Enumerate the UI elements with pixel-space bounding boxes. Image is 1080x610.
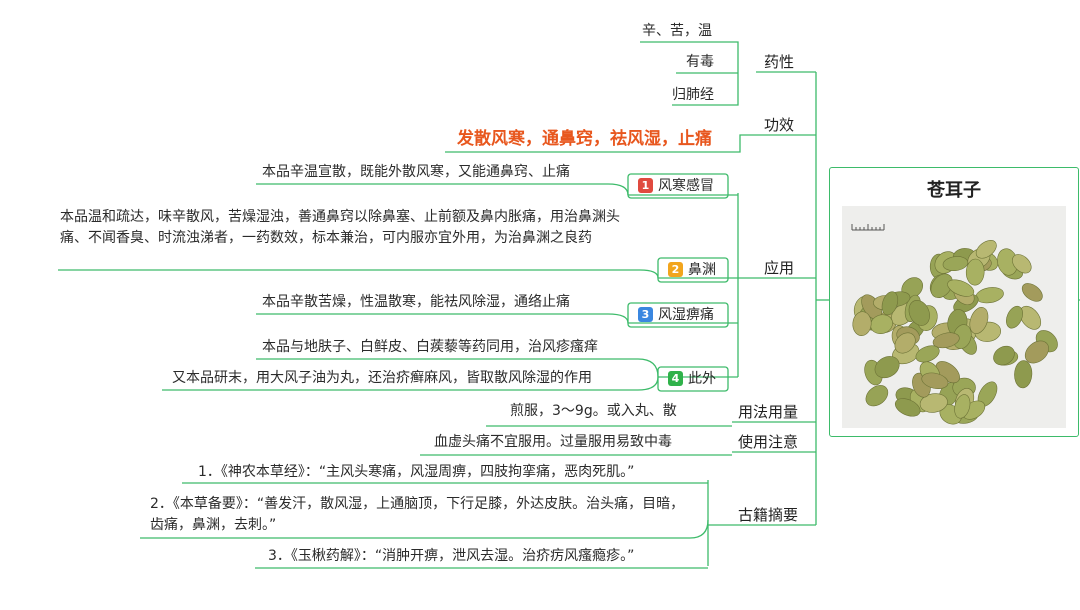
number-badge: 3: [638, 307, 653, 322]
classic-quote-3: 3．《玉楸药解》：“消肿开痹，泄风去湿。治疥疠风瘙瘾疹。”: [268, 548, 635, 564]
classic-quote-2: 2．《本草备要》：“善发汗，散风湿，上通脑顶，下行足膝，外达皮肤。治头痛，目暗，…: [150, 496, 685, 533]
number-badge: 4: [668, 371, 683, 386]
application-2-node[interactable]: 2 鼻渊: [668, 260, 716, 280]
application-4-node[interactable]: 4 此外: [668, 369, 716, 389]
fruit-shape: [947, 279, 975, 297]
branch-cautions-label[interactable]: 使用注意: [738, 433, 799, 451]
fruit-shape: [874, 356, 900, 379]
fruit-shape: [1024, 340, 1049, 364]
fruit-shape: [993, 345, 1015, 366]
fruit-shape: [932, 332, 960, 349]
application-4-text-1: 本品与地肤子、白鲜皮、白蒺藜等药同用，治风疹瘙痒: [262, 339, 598, 355]
application-2-text: 本品温和疏达，味辛散风，苦燥湿浊，善通鼻窍以除鼻塞、止前额及鼻内胀痛，用治鼻渊头…: [60, 209, 620, 246]
fruit-shape: [975, 240, 997, 259]
fruit-shape: [865, 385, 889, 407]
fruit-shape: [894, 398, 921, 417]
fruit-shape: [921, 372, 949, 390]
application-4-text-2: 又本品研末，用大风子油为丸，还治疥癣麻风，皆取散风除湿的作用: [172, 370, 592, 386]
fruit-shape: [1021, 283, 1043, 302]
fruit-shape: [870, 314, 893, 334]
fruit-shape: [894, 332, 916, 354]
xanthium-fruits-illustration: [842, 206, 1066, 428]
property-meridian: 归肺经: [672, 87, 714, 103]
fruit-shape: [1006, 305, 1023, 329]
branch-dosage-label[interactable]: 用法用量: [738, 403, 799, 421]
fruit-shape: [919, 393, 948, 413]
application-3-node[interactable]: 3 风湿痹痛: [638, 305, 714, 325]
property-toxicity: 有毒: [686, 54, 714, 70]
dosage-text: 煎服，3～9g。或入丸、散: [510, 403, 677, 419]
application-3-text: 本品辛散苦燥，性温散寒，能祛风除湿，通络止痛: [262, 294, 570, 310]
fruit-shape: [969, 307, 989, 334]
fruit-shape: [954, 394, 971, 419]
application-3-label: 风湿痹痛: [658, 307, 714, 323]
branch-application-label[interactable]: 应用: [764, 259, 795, 277]
fruit-shape: [852, 311, 872, 336]
cautions-text: 血虚头痛不宜服用。过量服用易致中毒: [434, 434, 672, 450]
branch-efficacy-label[interactable]: 功效: [764, 116, 795, 134]
efficacy-text: 发散风寒，通鼻窍，祛风湿，止痛: [457, 129, 712, 149]
number-badge: 1: [638, 178, 653, 193]
fruit-shape: [908, 299, 930, 326]
fruit-shape: [1012, 254, 1032, 274]
branch-classics-label[interactable]: 古籍摘要: [738, 506, 799, 524]
number-badge: 2: [668, 262, 683, 277]
branch-properties-label[interactable]: 药性: [764, 53, 795, 71]
application-1-text: 本品辛温宣散，既能外散风寒，又能通鼻窍、止痛: [262, 164, 570, 180]
property-taste: 辛、苦，温: [642, 23, 712, 39]
fruit-shape: [1014, 360, 1033, 389]
fruit-shape: [965, 258, 985, 286]
fruit-shape: [881, 291, 899, 316]
herb-photo: [842, 206, 1066, 428]
central-topic-title: 苍耳子: [927, 180, 981, 201]
central-topic-card[interactable]: 苍耳子: [829, 167, 1079, 437]
classic-quote-1: 1．《神农本草经》：“主风头寒痛，风湿周痹，四肢拘挛痛，恶肉死肌。”: [198, 464, 635, 480]
fruit-shape: [1019, 305, 1042, 330]
application-4-label: 此外: [688, 371, 716, 387]
fruit-shape: [915, 345, 940, 363]
application-1-node[interactable]: 1 风寒感冒: [638, 176, 714, 196]
application-1-label: 风寒感冒: [658, 178, 714, 194]
fruit-shape: [930, 273, 953, 299]
application-2-label: 鼻渊: [688, 262, 716, 278]
